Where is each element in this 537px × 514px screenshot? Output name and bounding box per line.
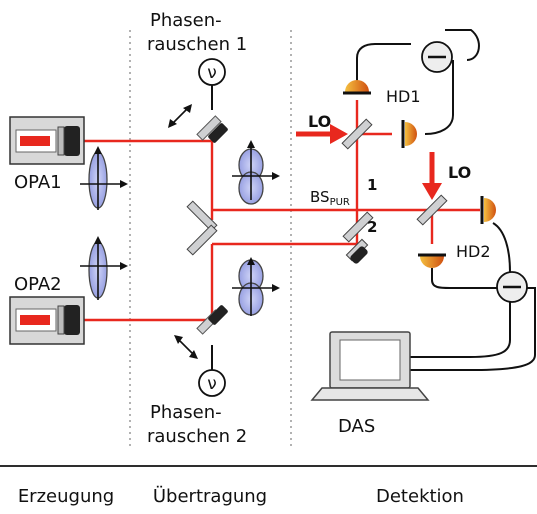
- combining-mirrors: [186, 200, 218, 256]
- label-port-2: 2: [367, 218, 377, 236]
- lens-opa2: [80, 236, 128, 300]
- laser-beams: [62, 100, 480, 322]
- detector-hd1-top: [343, 80, 371, 95]
- section-label-detektion: Detektion: [376, 486, 464, 507]
- subtractor-hd2: [496, 271, 528, 303]
- label-lo-right: LO: [448, 163, 471, 182]
- svg-text:ν: ν: [207, 374, 217, 394]
- opa2-box: [9, 296, 85, 345]
- label-phase1-line1: Phasen-: [150, 10, 222, 31]
- beam-dump: [345, 238, 369, 264]
- phase-source-top: ν: [198, 58, 226, 86]
- label-phase2-line1: Phasen-: [150, 402, 222, 423]
- piezo-mirror-top: [168, 104, 228, 143]
- phase-source-bottom: ν: [198, 369, 226, 397]
- section-label-uebertragung: Übertragung: [153, 485, 267, 507]
- label-bs-pur: BSPUR: [310, 188, 350, 208]
- label-hd1: HD1: [386, 87, 421, 106]
- label-opa2: OPA2: [14, 274, 62, 295]
- label-das: DAS: [338, 416, 375, 437]
- lens-pair-bottom: [232, 257, 280, 316]
- bs-hd1: [341, 118, 373, 150]
- lens-pair-top: [232, 140, 280, 205]
- label-lo-top: LO: [308, 112, 331, 131]
- bs-pur: [342, 211, 374, 243]
- label-port-1: 1: [367, 176, 377, 194]
- label-hd2: HD2: [456, 242, 491, 261]
- detector-hd2-right: [480, 196, 496, 224]
- label-phase2-line2: rauschen 2: [147, 426, 247, 447]
- section-label-erzeugung: Erzeugung: [18, 486, 114, 507]
- wires: [211, 29, 536, 371]
- subtractor-hd1: [421, 41, 453, 73]
- detector-hd2-bottom: [418, 253, 446, 268]
- svg-text:ν: ν: [207, 63, 217, 83]
- lens-opa1: [80, 146, 128, 210]
- detector-hd1-right: [401, 120, 417, 148]
- opa1-box: [9, 116, 85, 165]
- label-opa1: OPA1: [14, 172, 62, 193]
- lo-arrow-top: [296, 124, 348, 144]
- das-computer: [310, 331, 430, 401]
- lo-arrow-right: [422, 152, 442, 200]
- piezo-mirror-bottom: [174, 305, 228, 359]
- label-phase1-line2: rauschen 1: [147, 34, 247, 55]
- bs-hd2: [416, 194, 448, 226]
